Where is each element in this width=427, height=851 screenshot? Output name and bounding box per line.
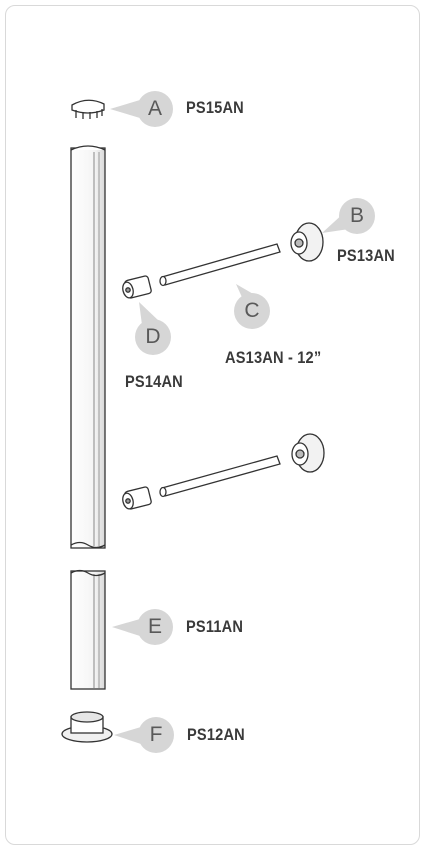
post-lower xyxy=(70,569,106,690)
part-d-connector xyxy=(122,275,152,299)
part-a-cap xyxy=(71,99,105,119)
badge-letter-b: B xyxy=(349,204,364,227)
callout-a xyxy=(110,91,173,127)
badge-letter-a: A xyxy=(147,97,162,120)
badge-letter-f: F xyxy=(149,723,163,746)
connector xyxy=(122,486,152,510)
callout-e xyxy=(112,609,173,645)
part-code-d: PS14AN xyxy=(125,372,183,391)
part-code-f: PS12AN xyxy=(187,725,245,744)
part-b-flange xyxy=(290,222,324,262)
part-code-e: PS11AN xyxy=(186,617,244,636)
flange xyxy=(291,433,325,473)
badge-letter-d: D xyxy=(145,325,161,348)
badge-letter-e: E xyxy=(147,615,162,638)
post-upper xyxy=(70,145,106,549)
part-code-a: PS15AN xyxy=(186,98,244,117)
rail-assembly-lower xyxy=(122,433,325,510)
callout-f xyxy=(114,717,174,753)
part-c-rod xyxy=(159,243,281,287)
part-f-base xyxy=(61,711,113,743)
callout-d xyxy=(135,302,171,355)
part-code-b: PS13AN xyxy=(337,246,395,265)
badge-letter-c: C xyxy=(244,299,260,322)
callout-c xyxy=(234,284,270,329)
callout-b xyxy=(322,198,375,234)
rail-assembly-upper xyxy=(122,222,324,299)
part-code-c: AS13AN - 12” xyxy=(225,348,322,367)
rod xyxy=(159,455,281,498)
